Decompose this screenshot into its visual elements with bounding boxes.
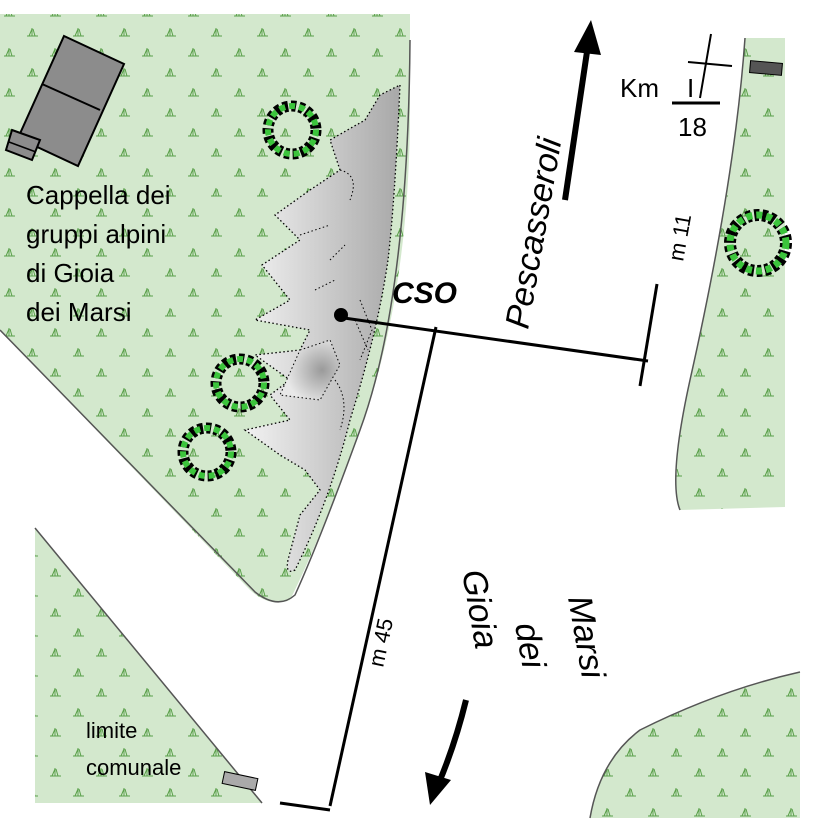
meadow-area-right-top (675, 38, 785, 510)
cave-entrance-icon (334, 308, 348, 322)
road-edge-bottom-left (34, 527, 263, 804)
dei-label: dei (507, 620, 553, 673)
arrow-down-icon (425, 699, 469, 805)
chapel-building (4, 34, 126, 168)
road-sign-marker (748, 60, 784, 76)
road-edge-right (675, 37, 746, 511)
meadow-area-bottom-right (590, 672, 800, 818)
chapel-label-line2: gruppi alpini (26, 219, 166, 249)
distance-11-label: m 11 (663, 212, 696, 263)
chapel-label-line4: dei Marsi (26, 297, 131, 327)
cso-label: CSO (392, 277, 457, 310)
bush-icon (262, 100, 322, 160)
km-label: Km (620, 73, 659, 103)
rock-outcrop (243, 83, 401, 572)
km-marker (672, 33, 733, 105)
bush-icon (177, 422, 237, 482)
road-edge-left (0, 39, 411, 603)
boundary-marker (221, 771, 259, 791)
marsi-label: Marsi (560, 593, 612, 683)
measurement-lines (279, 283, 659, 812)
chapel-label-line1: Cappella dei (26, 180, 171, 210)
bush-icon (210, 353, 270, 413)
limite-label-line1: limite (86, 718, 137, 743)
gioia-label: Gioia (454, 567, 505, 652)
km-number-label: 18 (678, 112, 707, 142)
bush-icon (724, 209, 792, 277)
km-roman-label: I (687, 73, 694, 103)
pescasseroli-label: Pescasseroli (498, 134, 569, 332)
road-edge-bottom-right (589, 671, 801, 819)
distance-45-label: m 45 (363, 616, 398, 669)
limite-label-line2: comunale (86, 755, 181, 780)
arrow-up-icon (562, 20, 601, 201)
chapel-label-line3: di Gioia (26, 258, 115, 288)
